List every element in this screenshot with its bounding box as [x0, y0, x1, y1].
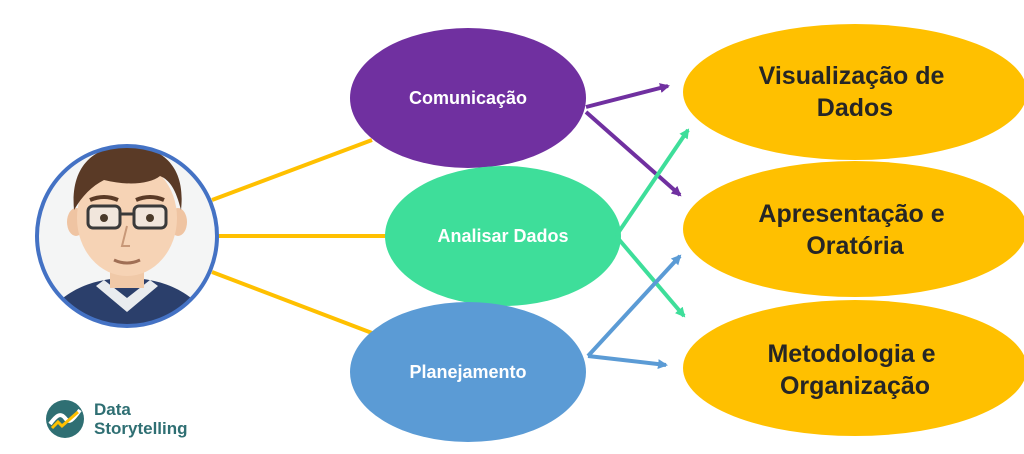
- source-planejamento-ellipse: [350, 302, 586, 442]
- target-apresentacao-ellipse: [683, 161, 1024, 297]
- avatar: [35, 144, 219, 328]
- source-planejamento-label: Planejamento: [409, 362, 526, 382]
- target-visualizacao-line1: Visualização de: [759, 62, 945, 90]
- target-metodologia-line1: Metodologia e: [767, 340, 935, 368]
- target-apresentacao-line2: Oratória: [806, 232, 904, 260]
- target-visualizacao-line2: Dados: [817, 94, 893, 122]
- arrow-analisar-visualizacao: [614, 128, 690, 238]
- avatar-ring: [35, 144, 219, 328]
- arrows: [584, 83, 690, 370]
- logo-text-line1: Data: [94, 400, 131, 419]
- target-visualizacao-ellipse: [683, 24, 1024, 160]
- source-analisar-label: Analisar Dados: [437, 226, 568, 246]
- source-analisar-ellipse: [385, 166, 621, 306]
- connector-planejamento: [211, 270, 373, 335]
- target-apresentacao-label: Apresentação e Oratória: [758, 200, 951, 260]
- target-metodologia-line2: Organização: [780, 372, 930, 400]
- arrow-analisar-metodologia: [614, 234, 686, 318]
- logo-icon: [46, 400, 84, 438]
- source-comunicacao-label: Comunicação: [409, 88, 527, 108]
- arrow-comunicacao-apresentacao: [584, 110, 682, 197]
- avatar-connectors: [211, 138, 392, 335]
- data-storytelling-logo: Data Storytelling: [44, 398, 188, 440]
- target-visualizacao-label: Visualização de Dados: [759, 62, 952, 122]
- target-apresentacao-line1: Apresentação e: [758, 200, 944, 228]
- target-metodologia-label: Metodologia e Organização: [767, 340, 942, 400]
- target-metodologia-ellipse: [683, 300, 1024, 436]
- source-nodes: [350, 28, 621, 442]
- arrow-planejamento-apresentacao: [586, 254, 682, 358]
- arrow-planejamento-metodologia: [587, 354, 668, 370]
- target-nodes: [683, 24, 1024, 436]
- connector-comunicacao: [211, 138, 373, 202]
- source-comunicacao-ellipse: [350, 28, 586, 168]
- arrow-comunicacao-visualizacao: [585, 83, 670, 109]
- logo-text-line2: Storytelling: [94, 419, 188, 438]
